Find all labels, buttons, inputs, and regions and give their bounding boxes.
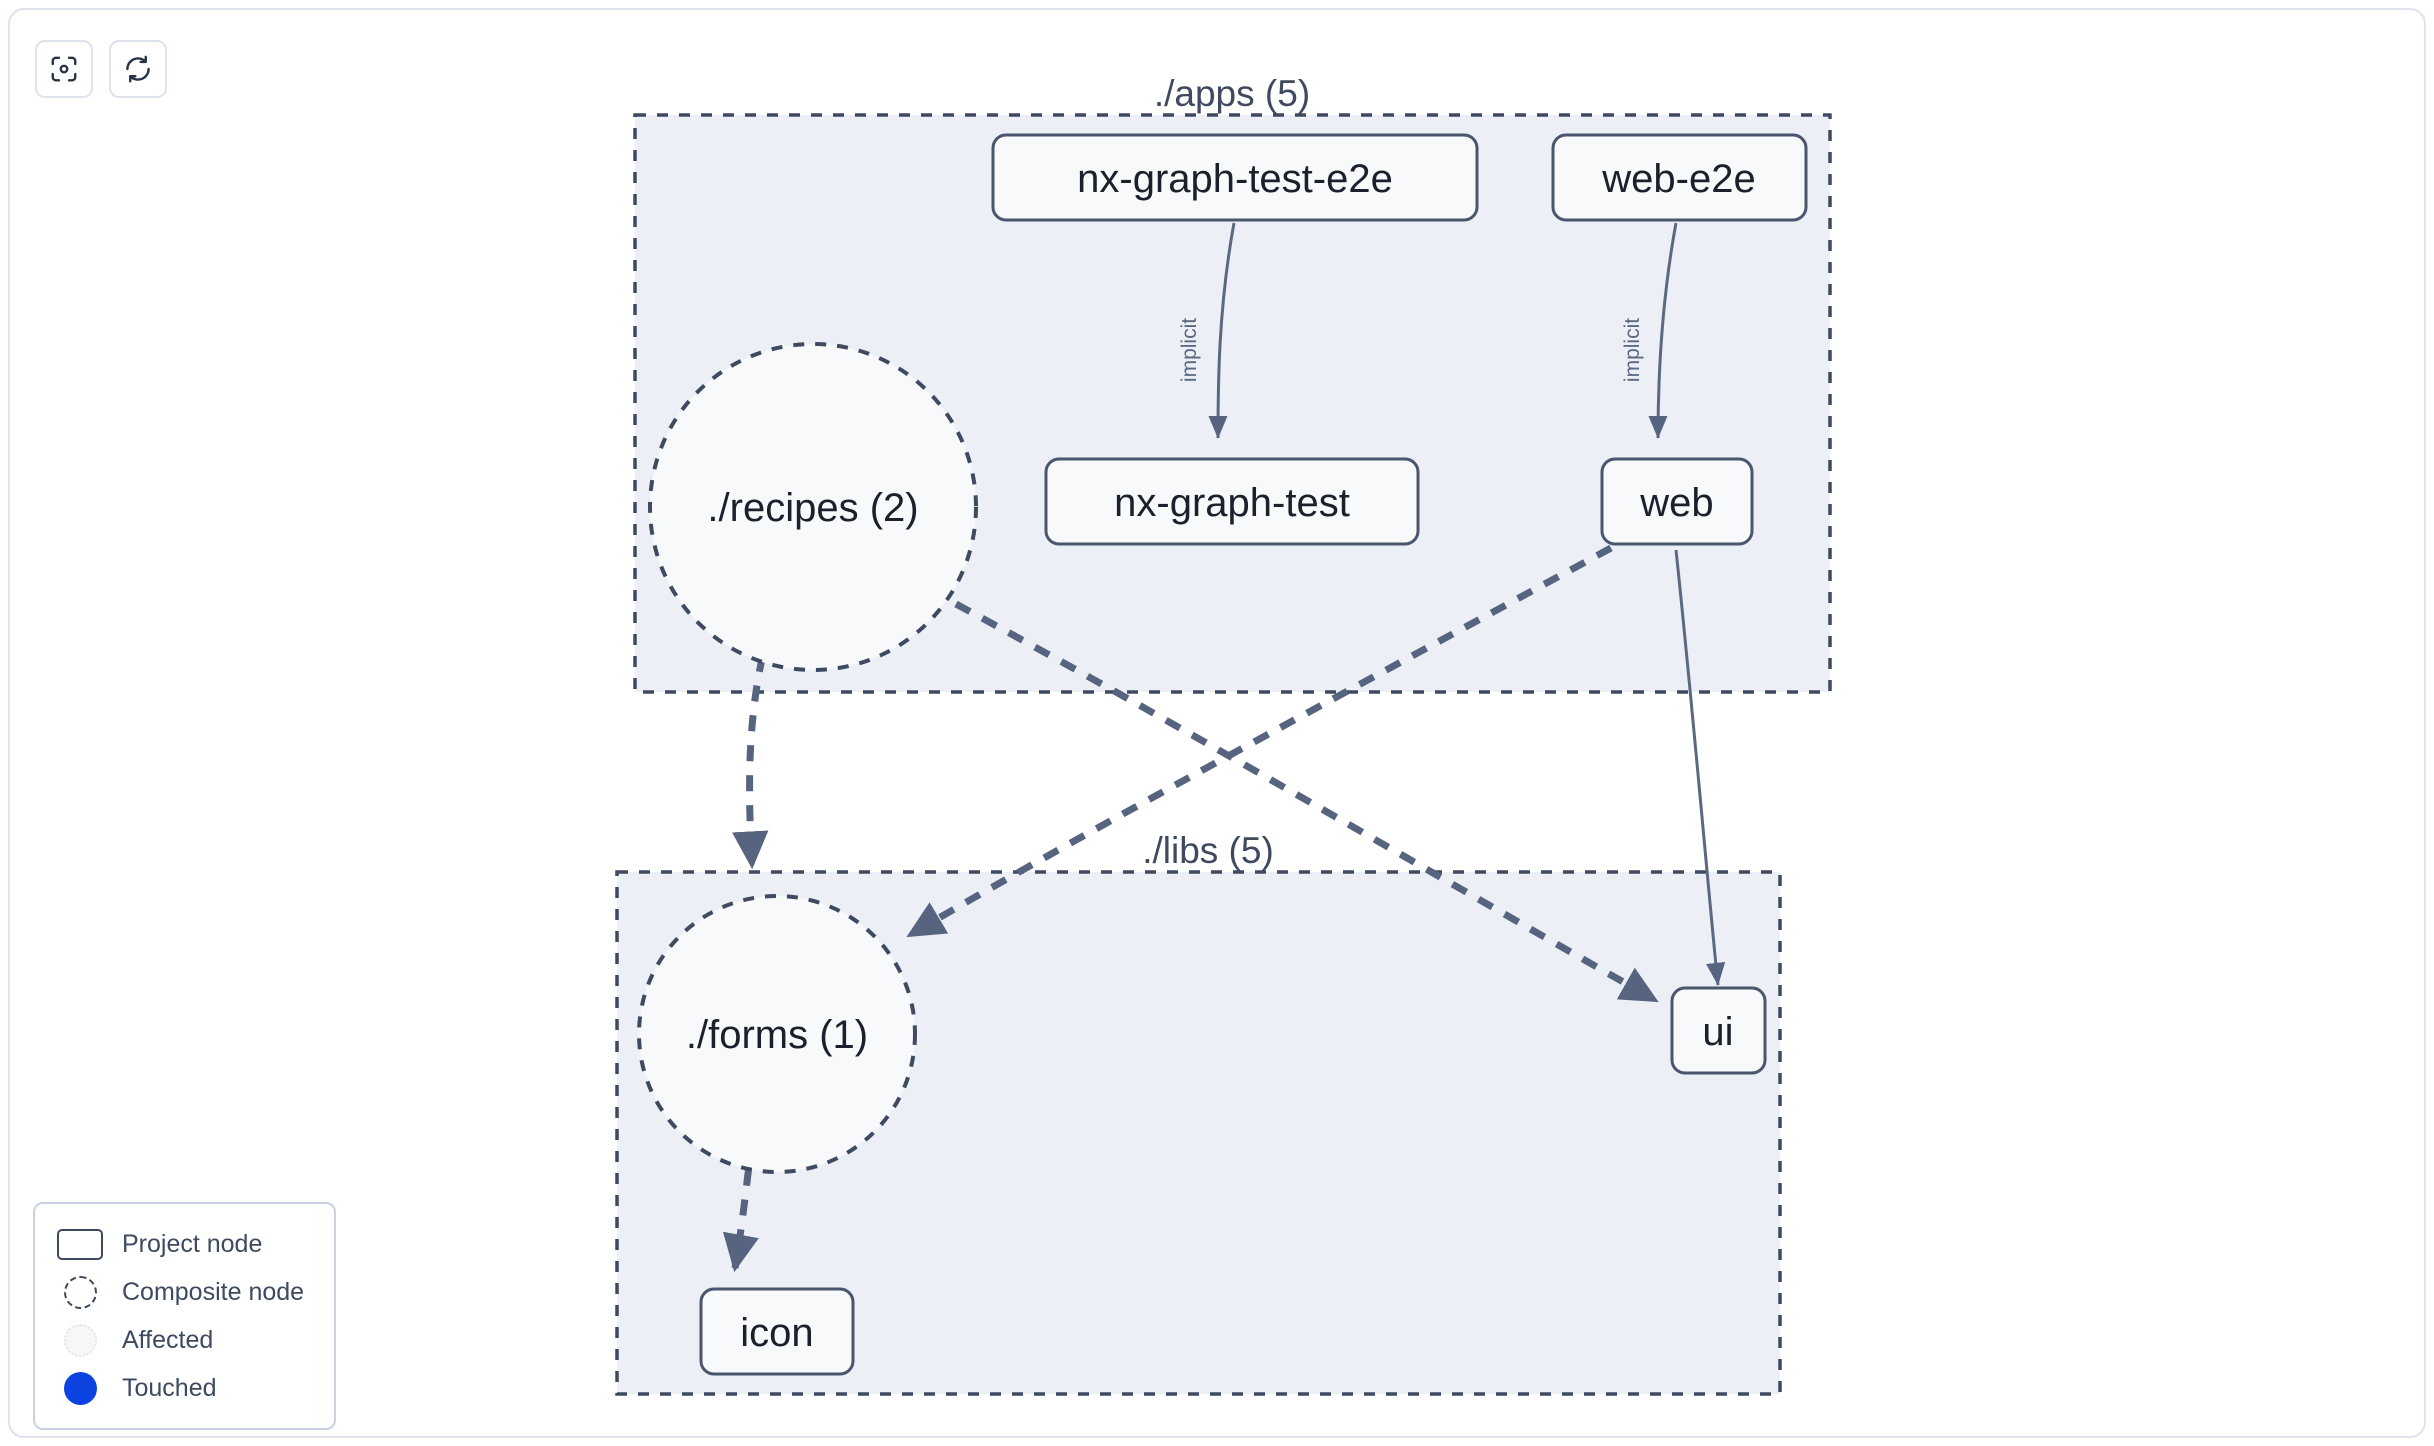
project-node-ui-label: ui <box>1702 1010 1733 1054</box>
touched-swatch-icon <box>55 1371 105 1405</box>
legend-item-affected: Affected <box>55 1316 316 1364</box>
project-node-nx-graph-test-e2e-label: nx-graph-test-e2e <box>1077 157 1393 201</box>
edge-recipes-to-ui <box>954 600 1659 1004</box>
edge-web-to-forms <box>906 544 1613 939</box>
project-node-icon-box[interactable] <box>699 1287 855 1376</box>
composite-node-forms-label: ./forms (1) <box>686 1013 868 1057</box>
refresh-graph-button[interactable] <box>109 40 167 98</box>
project-node-web-e2e[interactable]: web-e2e <box>1551 133 1808 222</box>
project-node-web-box[interactable] <box>1600 457 1754 546</box>
edge-label-implicit-2: implicit <box>1621 318 1644 382</box>
composite-node-forms[interactable]: ./forms (1) <box>637 894 917 1174</box>
project-node-ui-box[interactable] <box>1670 986 1767 1075</box>
project-node-icon[interactable]: icon <box>699 1287 855 1376</box>
composite-node-recipes-label: ./recipes (2) <box>707 486 918 530</box>
viewfinder-focus-icon <box>51 56 77 82</box>
project-node-web-e2e-box[interactable] <box>1551 133 1808 222</box>
project-node-icon-label: icon <box>740 1311 813 1355</box>
project-graph[interactable]: ./apps (5) ./libs (5) implicit implicit <box>10 10 2426 1438</box>
group-apps-label: ./apps (5) <box>1154 73 1310 114</box>
refresh-icon <box>126 55 150 83</box>
edge-nx-graph-test-e2e-to-nx-graph-test: implicit <box>1178 222 1236 439</box>
graph-canvas-panel[interactable]: ./apps (5) ./libs (5) implicit implicit <box>8 8 2426 1438</box>
composite-node-recipes-circle[interactable] <box>648 342 978 672</box>
project-node-nx-graph-test-e2e-box[interactable] <box>991 133 1479 222</box>
legend-item-composite-node: Composite node <box>55 1268 316 1316</box>
focus-graph-button[interactable] <box>35 40 93 98</box>
edge-web-e2e-to-web: implicit <box>1621 222 1678 439</box>
legend-label-affected: Affected <box>122 1325 214 1354</box>
project-node-web-e2e-label: web-e2e <box>1601 157 1755 201</box>
project-node-swatch-icon <box>55 1228 105 1260</box>
composite-node-forms-circle[interactable] <box>637 894 917 1174</box>
graph-toolbar <box>35 40 167 98</box>
project-node-nx-graph-test-label: nx-graph-test <box>1114 481 1350 525</box>
edge-web-to-ui <box>1674 549 1726 986</box>
composite-node-swatch-icon <box>55 1275 105 1309</box>
project-node-nx-graph-test-box[interactable] <box>1044 457 1420 546</box>
project-node-ui[interactable]: ui <box>1670 986 1767 1075</box>
affected-swatch-icon <box>55 1323 105 1357</box>
composite-node-recipes[interactable]: ./recipes (2) <box>648 342 978 672</box>
project-node-web-label: web <box>1639 481 1713 525</box>
project-node-nx-graph-test-e2e[interactable]: nx-graph-test-e2e <box>991 133 1479 222</box>
graph-legend: Project node Composite node Affected Tou… <box>33 1202 336 1430</box>
legend-label-touched: Touched <box>122 1373 217 1402</box>
project-node-web[interactable]: web <box>1600 457 1754 546</box>
legend-label-composite-node: Composite node <box>122 1277 305 1306</box>
legend-item-touched: Touched <box>55 1364 316 1412</box>
group-libs-label: ./libs (5) <box>1142 830 1274 871</box>
project-node-nx-graph-test[interactable]: nx-graph-test <box>1044 457 1420 546</box>
legend-item-project-node: Project node <box>55 1220 316 1268</box>
legend-label-project-node: Project node <box>122 1229 263 1258</box>
edge-label-implicit-1: implicit <box>1178 318 1201 382</box>
